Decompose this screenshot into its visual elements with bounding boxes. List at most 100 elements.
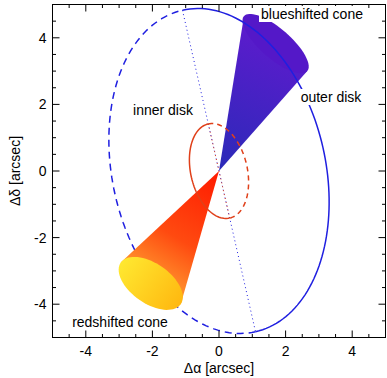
- axis-tick: [382, 4, 386, 5]
- axis-tick: [382, 54, 386, 55]
- axis-tick: [202, 5, 203, 9]
- axis-tick: [318, 334, 319, 338]
- axis-tick: [385, 5, 386, 9]
- tick-label: -4: [78, 343, 94, 359]
- tick-label: 0: [37, 163, 49, 179]
- axis-tick: [53, 204, 57, 205]
- axis-tick: [119, 5, 120, 9]
- axis-tick: [53, 4, 57, 5]
- axis-tick: [53, 337, 57, 338]
- tick-label: -2: [144, 343, 160, 359]
- tick-label: 2: [37, 96, 49, 112]
- tick-label: -2: [32, 230, 48, 246]
- axis-tick: [219, 5, 220, 12]
- axis-tick: [53, 237, 60, 238]
- axis-tick: [382, 87, 386, 88]
- axis-tick: [53, 320, 57, 321]
- axis-tick: [135, 5, 136, 9]
- axis-tick: [185, 334, 186, 338]
- axis-tick: [152, 5, 153, 12]
- axis-tick: [379, 104, 386, 105]
- axis-tick: [169, 5, 170, 9]
- axis-tick: [379, 171, 386, 172]
- axis-tick: [53, 154, 57, 155]
- axis-title: Δα [arcsec]: [182, 360, 256, 376]
- axis-tick: [53, 171, 60, 172]
- axis-tick: [102, 5, 103, 9]
- axis-tick: [368, 5, 369, 9]
- axis-tick: [382, 187, 386, 188]
- axis-tick: [202, 334, 203, 338]
- disk-label: inner disk: [131, 102, 195, 118]
- axis-tick: [53, 21, 57, 22]
- tick-label: 4: [346, 343, 358, 359]
- axis-tick: [185, 5, 186, 9]
- redshifted-cone-cap: [119, 257, 183, 310]
- axis-tick: [52, 334, 53, 338]
- axis-tick: [382, 320, 386, 321]
- axis-tick: [382, 270, 386, 271]
- axis-tick: [382, 121, 386, 122]
- axis-tick: [53, 220, 57, 221]
- axis-tick: [368, 334, 369, 338]
- tick-label: 0: [213, 343, 225, 359]
- axis-tick: [53, 87, 57, 88]
- axis-tick: [53, 187, 57, 188]
- cone-label: redshifted cone: [70, 314, 170, 330]
- disk-label: outer disk: [299, 89, 364, 105]
- axis-tick: [169, 334, 170, 338]
- axis-tick: [382, 21, 386, 22]
- axis-tick: [69, 5, 70, 9]
- axis-tick: [53, 71, 57, 72]
- inner-disk-back: [208, 124, 248, 219]
- axis-tick: [382, 154, 386, 155]
- tick-label: -4: [32, 296, 48, 312]
- axis-tick: [382, 204, 386, 205]
- axis-tick: [382, 337, 386, 338]
- axis-tick: [379, 37, 386, 38]
- axis-tick: [252, 334, 253, 338]
- axis-tick: [252, 5, 253, 9]
- axis-title: Δδ [arcsec]: [7, 134, 23, 208]
- axis-tick: [382, 287, 386, 288]
- blueshifted-cone-cap: [243, 14, 309, 73]
- axis-tick: [219, 331, 220, 338]
- axis-tick: [385, 334, 386, 338]
- axis-tick: [85, 5, 86, 12]
- cone-label: blueshifted cone: [259, 6, 365, 22]
- plot-frame: [53, 5, 386, 338]
- axis-tick: [382, 71, 386, 72]
- axis-tick: [85, 331, 86, 338]
- axis-tick: [102, 334, 103, 338]
- axis-tick: [235, 334, 236, 338]
- outer-disk-front: [182, 9, 329, 332]
- axis-tick: [53, 287, 57, 288]
- inner-disk-axis: [208, 124, 229, 218]
- axis-tick: [53, 54, 57, 55]
- axis-tick: [53, 304, 60, 305]
- axis-tick: [69, 334, 70, 338]
- axis-tick: [53, 37, 60, 38]
- axis-tick: [235, 5, 236, 9]
- axis-tick: [335, 334, 336, 338]
- tick-label: 2: [280, 343, 292, 359]
- axis-tick: [53, 137, 57, 138]
- axis-tick: [53, 121, 57, 122]
- axis-tick: [119, 334, 120, 338]
- axis-tick: [53, 270, 57, 271]
- axis-tick: [382, 220, 386, 221]
- inner-disk-front: [189, 124, 229, 219]
- axis-tick: [52, 5, 53, 9]
- tick-label: 4: [37, 30, 49, 46]
- axis-tick: [379, 304, 386, 305]
- axis-tick: [285, 331, 286, 338]
- axis-tick: [382, 137, 386, 138]
- axis-tick: [135, 334, 136, 338]
- axis-tick: [268, 334, 269, 338]
- axis-tick: [382, 254, 386, 255]
- outer-disk-back: [109, 10, 256, 333]
- axis-tick: [302, 334, 303, 338]
- axis-ticks: [53, 5, 386, 338]
